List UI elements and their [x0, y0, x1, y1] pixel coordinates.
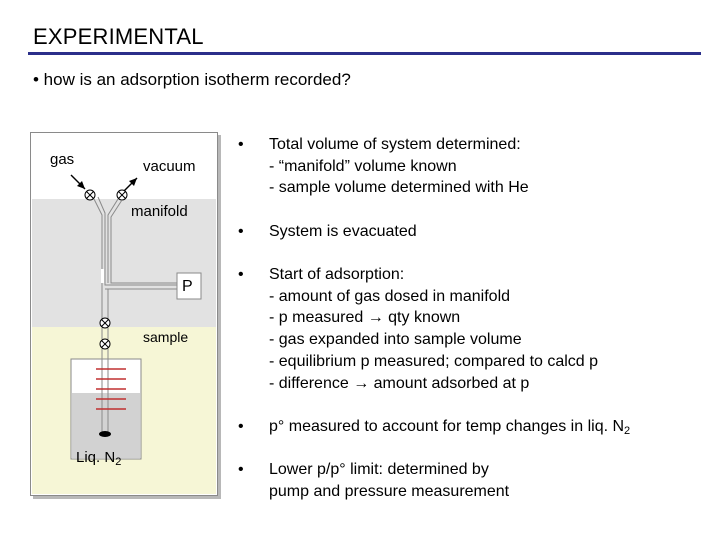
bullet-line: p° measured to account for temp changes … — [269, 416, 630, 443]
bullet-line: - difference → amount adsorbed at p — [269, 374, 530, 392]
bullet-marker: • — [238, 136, 244, 153]
liquid-nitrogen-text: Liq. N — [76, 449, 116, 466]
gas-arrowhead — [77, 181, 85, 189]
bullet-line-text: p° measured to account for temp changes … — [269, 418, 625, 435]
bullet-line: pump and pressure measurement — [269, 482, 510, 500]
bullet-text: p° measured to account for temp changes … — [269, 416, 630, 443]
bullet-line: Total volume of system determined: — [269, 136, 521, 153]
liquid-nitrogen-subscript: 2 — [115, 456, 122, 468]
bullet-line: - “manifold” volume known — [269, 157, 457, 175]
vacuum-label: vacuum — [143, 158, 196, 175]
vacuum-arrowhead — [129, 178, 137, 186]
bullet-marker: • — [238, 266, 244, 283]
bullet-subscript: 2 — [624, 425, 631, 437]
pressure-gauge — [176, 272, 202, 300]
vacuum-valve — [116, 189, 128, 201]
gas-label: gas — [50, 151, 75, 168]
bullet-text: Lower p/p° limit: determined by pump and… — [269, 459, 509, 502]
liquid-nitrogen-bath — [72, 393, 140, 458]
bullet-line: - p measured → qty known — [269, 309, 461, 327]
bullet-line: - gas expanded into sample volume — [269, 331, 522, 349]
bullet-text: Total volume of system determined: - “ma… — [269, 134, 529, 199]
apparatus-diagram: gas vacuum manifold P sample Liq. N2 — [30, 132, 218, 496]
liquid-nitrogen-label: Liq. N2 — [76, 449, 121, 468]
page-subtitle: • how is an adsorption isotherm recorded… — [33, 70, 351, 89]
tube-gap — [101, 269, 104, 283]
bullet-line: System is evacuated — [269, 223, 417, 240]
bullet-marker: • — [238, 418, 244, 435]
pressure-label: P — [182, 278, 193, 295]
bullet-text: Start of adsorption: - amount of gas dos… — [269, 264, 598, 394]
manifold-label: manifold — [131, 203, 188, 220]
bullet-text: System is evacuated — [269, 221, 417, 243]
apparatus-drawing — [32, 174, 216, 494]
manifold-tubing — [93, 196, 177, 319]
bullet-line: - amount of gas dosed in manifold — [269, 287, 511, 305]
bullet-marker: • — [238, 461, 244, 478]
sample-valve-lower — [99, 338, 111, 350]
gas-valve — [84, 189, 96, 201]
manifold-zone — [32, 199, 216, 327]
sample-bulb — [99, 431, 111, 437]
bullet-line: - equilibrium p measured; compared to ca… — [269, 352, 599, 370]
bullet-line: Start of adsorption: — [269, 266, 405, 283]
dewar-annotation — [96, 368, 126, 410]
bullet-marker: • — [238, 223, 244, 240]
page-title: EXPERIMENTAL — [33, 24, 204, 49]
sample-label: sample — [143, 329, 189, 345]
bullet-line: Lower p/p° limit: determined by — [269, 461, 489, 478]
title-divider — [28, 52, 701, 55]
bullet-line: - sample volume determined with He — [269, 179, 529, 197]
sample-valve-upper — [99, 317, 111, 329]
